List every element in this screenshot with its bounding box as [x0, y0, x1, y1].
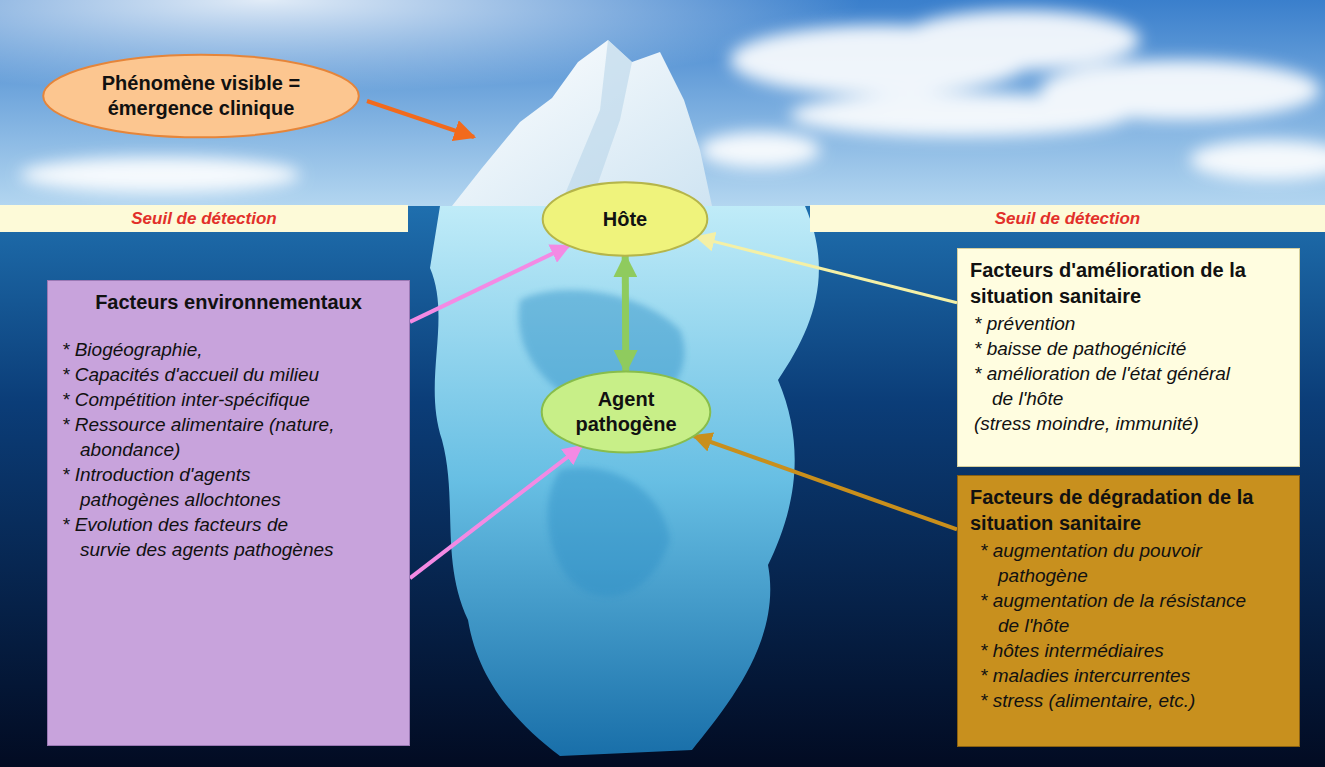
factor-item: * augmentation du pouvoir pathogène	[980, 538, 1253, 588]
influence-arrow	[697, 237, 957, 303]
sea	[0, 206, 1325, 767]
improvement-factors-box: Facteurs d'amélioration de la situation …	[957, 248, 1300, 467]
factor-item: * hôtes intermédiaires	[980, 638, 1253, 663]
environment-factors-box: Facteurs environnementaux * Biogéographie…	[47, 280, 410, 746]
node-title: Agent pathogène	[566, 387, 686, 437]
factor-item: * Capacités d'accueil du milieu	[62, 362, 335, 387]
factor-item: * Compétition inter-spécifique	[62, 387, 335, 412]
factor-item: * baisse de pathogénicité	[974, 336, 1247, 361]
influence-arrow	[410, 446, 581, 578]
factor-item: * stress (alimentaire, etc.)	[980, 688, 1253, 713]
factor-item: * amélioration de l'état général de l'hô…	[974, 361, 1247, 411]
clinical-emergence-ellipse: Phénomène visible = émergence clinique	[40, 52, 362, 140]
ellipse-shape	[542, 372, 711, 453]
iceberg-tip	[452, 40, 712, 206]
node-title: Facteurs de dégradation de la situation …	[970, 484, 1287, 536]
ellipse-shape	[543, 182, 708, 255]
node-title: Hôte	[603, 207, 647, 232]
factor-item: * Introduction d'agents pathogènes alloc…	[62, 462, 335, 512]
ellipse-outline	[40, 52, 362, 140]
factor-item: * Ressource alimentaire (nature, abondan…	[62, 412, 335, 462]
factor-item: * maladies intercurrentes	[980, 663, 1253, 688]
factor-item: * Biogéographie,	[62, 337, 335, 362]
ellipse-shape	[43, 55, 359, 138]
factor-item: (stress moindre, immunité)	[974, 411, 1287, 436]
threshold-band: Seuil de détection	[0, 205, 408, 232]
threshold-label: Seuil de détection	[131, 208, 276, 230]
node-title: Phénomène visible = émergence clinique	[86, 71, 316, 121]
factor-item: * augmentation de la résistance de l'hôt…	[980, 588, 1253, 638]
iceberg-underwater	[430, 206, 819, 756]
factor-item: * Evolution des facteurs de survie des a…	[62, 512, 335, 562]
leader-arrow	[367, 101, 474, 137]
host-ellipse: Hôte	[541, 180, 709, 258]
pathogen-ellipse: Agent pathogène	[540, 369, 712, 455]
sun-glow	[0, 0, 1325, 206]
node-title: Facteurs d'amélioration de la situation …	[970, 257, 1287, 309]
degradation-factors-box: Facteurs de dégradation de la situation …	[957, 475, 1300, 747]
factor-item: * prévention	[974, 311, 1247, 336]
ellipse-outline	[540, 369, 712, 455]
threshold-band: Seuil de détection	[810, 205, 1325, 232]
influence-arrow	[622, 256, 630, 372]
threshold-label: Seuil de détection	[995, 208, 1140, 230]
iceberg-tip-shade	[560, 40, 632, 206]
sky	[0, 0, 1325, 206]
influence-arrow	[694, 436, 957, 529]
node-title: Facteurs environnementaux	[60, 289, 397, 315]
influence-arrow	[410, 246, 569, 322]
